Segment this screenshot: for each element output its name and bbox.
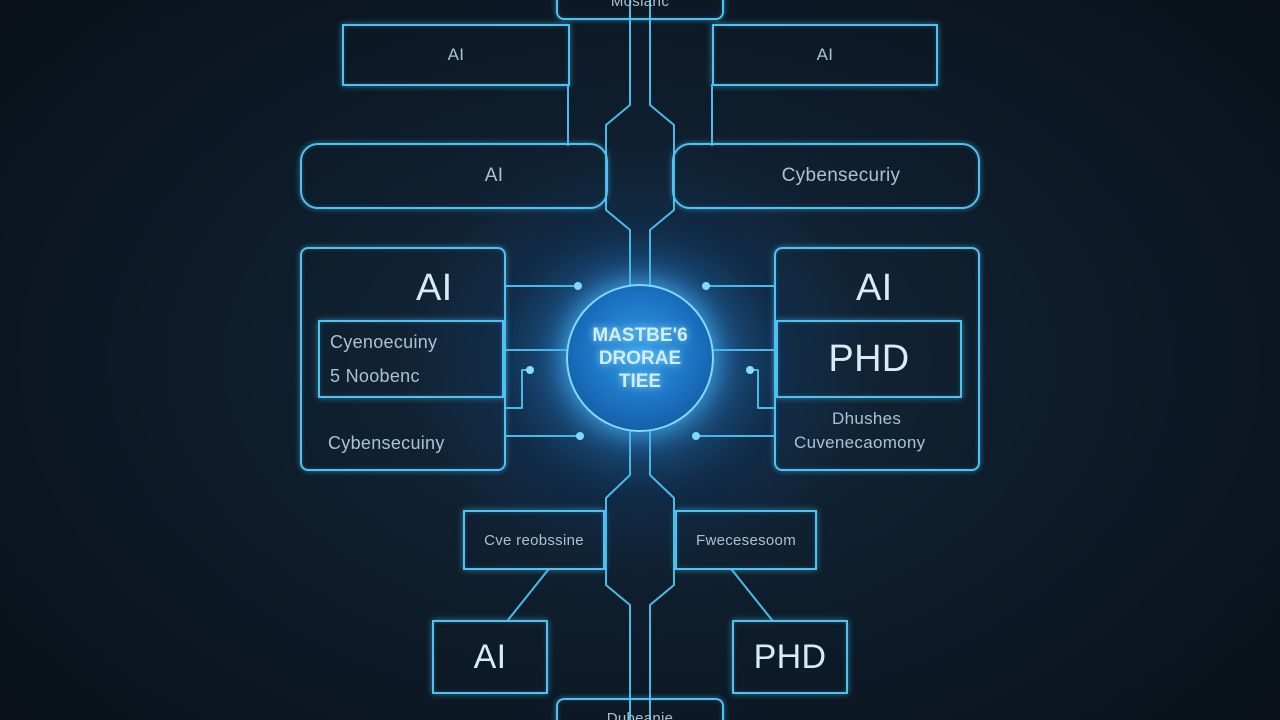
row1-left-box: AI	[342, 24, 570, 86]
hub-line1: MASTBE'6	[592, 324, 688, 346]
row1-left-label: AI	[447, 45, 465, 64]
bus-left-lower	[605, 427, 631, 720]
row2-right-label: Cybensecuriy	[781, 165, 901, 186]
node-dot	[526, 366, 534, 374]
bottom-stub-label: Dubeanie	[606, 710, 674, 720]
bus-left	[605, 0, 631, 293]
bottom-left-label: AI	[473, 637, 507, 676]
top-stub-label: Mosiaric	[610, 0, 670, 10]
mid-right-label: Fwecesesoom	[695, 531, 796, 549]
node-dot	[574, 282, 582, 290]
bus-right	[649, 0, 675, 293]
bus-right-lower	[649, 427, 675, 720]
node-dot	[692, 432, 700, 440]
bottom-stub-box: Dubeanie	[556, 698, 724, 720]
left-panel-inner-box: Cyenoecuiny 5 Noobenc	[318, 320, 504, 398]
right-link-3	[749, 369, 775, 409]
top-stub-box: Mosiaric	[556, 0, 724, 20]
right-panel: AI Dhushes Cuvenecaomony	[774, 247, 980, 471]
left-panel-footer: Cybensecuiny	[328, 433, 445, 453]
node-dot	[576, 432, 584, 440]
node-dot	[702, 282, 710, 290]
row2-left-label: AI	[484, 165, 504, 186]
row2-left-box: AI	[300, 143, 608, 209]
row1-right-label: AI	[816, 45, 834, 64]
left-inner-line2: 5 Noobenc	[330, 366, 420, 386]
bottom-right-box: PHD	[732, 620, 848, 694]
right-panel-title: AI	[856, 267, 893, 309]
row1-right-box: AI	[712, 24, 938, 86]
hub-line3: TIEE	[618, 370, 662, 392]
mid-right-box: Fwecesesoom	[675, 510, 817, 570]
left-panel-title: AI	[416, 267, 453, 309]
left-link-3	[505, 369, 531, 409]
bottom-right-label: PHD	[753, 637, 827, 676]
right-panel-footer-2: Cuvenecaomony	[794, 433, 926, 452]
right-inner-label: PHD	[828, 337, 910, 380]
diag-right	[731, 569, 773, 621]
center-hub: MASTBE'6 DRORAE TIEE	[566, 284, 714, 432]
bottom-left-box: AI	[432, 620, 548, 694]
mid-left-box: Cve reobssine	[463, 510, 605, 570]
right-panel-inner-box: PHD	[776, 320, 962, 398]
row2-right-box: Cybensecuriy	[672, 143, 980, 209]
mid-left-label: Cve reobssine	[484, 531, 584, 549]
diag-left	[507, 569, 549, 621]
right-panel-footer-1: Dhushes	[832, 409, 902, 428]
left-inner-line1: Cyenoecuiny	[330, 332, 438, 352]
left-panel: AI Cybensecuiny	[300, 247, 506, 471]
node-dot	[746, 366, 754, 374]
hub-line2: DRORAE	[598, 347, 682, 369]
